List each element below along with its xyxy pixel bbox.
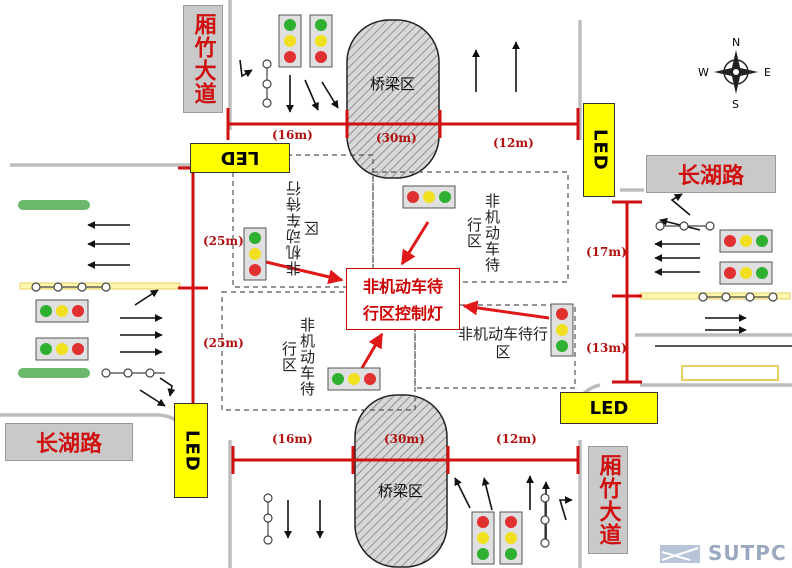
led-board-east: LED: [583, 103, 615, 197]
dim-west-lower: (25m): [203, 336, 244, 350]
signal-head-waiting-south: [327, 367, 381, 391]
compass-n: N: [732, 36, 741, 49]
waiting-zone-label-ne: 非机动车待行区: [465, 193, 501, 273]
compass-icon: [714, 50, 758, 94]
bridge-zones: [346, 19, 448, 568]
signal-head-east-1: [719, 229, 773, 253]
dim-south-right: (12m): [496, 432, 537, 446]
signal-head-south-2: [499, 511, 523, 565]
signal-head-north-1: [278, 14, 302, 68]
compass-e: E: [764, 66, 771, 79]
watermark: SUTPC: [708, 541, 787, 565]
pedestrian-signal-poles: [31, 59, 778, 548]
road-label-east: 长湖路: [646, 155, 776, 193]
signal-head-west-1: [35, 299, 89, 323]
controller-pointers: [265, 221, 550, 369]
dim-east-upper: (17m): [586, 245, 627, 259]
waiting-zone-label-se: 非机动车待行区: [457, 325, 548, 361]
signal-head-north-2: [309, 14, 333, 68]
dim-east-lower: (13m): [586, 341, 627, 355]
led-board-west: LED: [174, 403, 208, 498]
led-board-north: LED: [190, 143, 290, 173]
signal-head-waiting-west: [243, 227, 267, 281]
signal-head-east-2: [719, 261, 773, 285]
signal-head-west-2: [35, 337, 89, 361]
dim-north-right: (12m): [493, 136, 534, 150]
road-label-south: 厢竹大道: [588, 446, 628, 554]
signal-head-waiting-north: [402, 185, 456, 209]
bridge-label-south: 桥梁区: [378, 482, 424, 500]
road-label-north: 厢竹大道: [183, 5, 223, 113]
led-board-south: LED: [560, 392, 658, 424]
traffic-signal-heads: [35, 14, 773, 565]
bridge-label-north: 桥梁区: [370, 75, 416, 93]
controller-label-line1: 非机动车待: [362, 277, 443, 296]
waiting-zones: [221, 154, 576, 411]
dim-north-left: (16m): [272, 128, 313, 142]
signal-head-south-1: [471, 511, 495, 565]
lane-markings: [18, 200, 792, 381]
controller-label-line2: 行区控制灯: [362, 304, 443, 323]
signal-head-waiting-east: [550, 303, 574, 357]
waiting-zone-controller-callout: 非机动车待 行区控制灯: [346, 268, 460, 330]
dim-south-left: (16m): [272, 432, 313, 446]
waiting-zone-label-nw: 非机动车待行区: [285, 180, 321, 276]
compass-s: S: [732, 98, 739, 111]
sutpc-logo-icon: [660, 545, 700, 563]
dim-west-upper: (25m): [203, 234, 244, 248]
compass-w: W: [698, 66, 709, 79]
road-label-west: 长湖路: [5, 423, 133, 461]
travel-arrows: [87, 41, 747, 540]
dim-south-mid: (30m): [384, 432, 425, 446]
waiting-zone-label-sw: 非机动车待行区: [280, 317, 316, 397]
dim-north-mid: (30m): [376, 131, 417, 145]
